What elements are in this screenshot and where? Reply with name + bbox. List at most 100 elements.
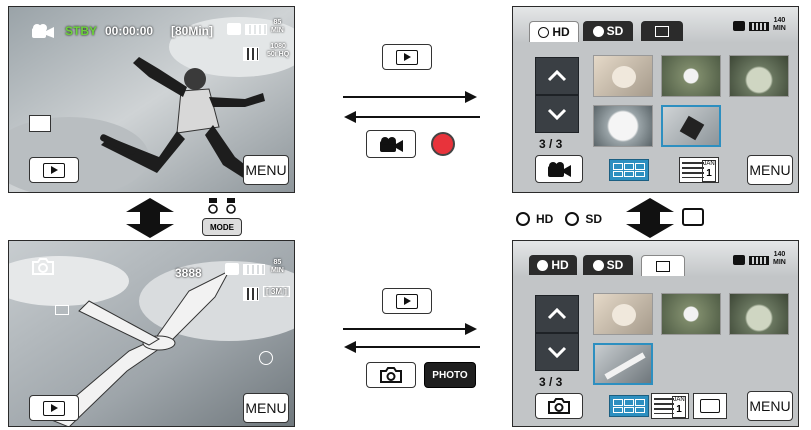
calendar-day: 1	[676, 404, 682, 415]
menu-button[interactable]: MENU	[747, 155, 793, 185]
hd-sd-legend: HD SD	[516, 208, 602, 230]
battery-icon	[749, 22, 769, 31]
playback-button[interactable]	[29, 395, 79, 421]
sd-label: SD	[585, 212, 603, 226]
sd-play-icon	[565, 212, 580, 226]
thumbnail-view-icon[interactable]	[609, 159, 649, 181]
quality-icon	[243, 287, 259, 301]
arrow-right	[343, 96, 465, 98]
arrow-left	[356, 346, 480, 348]
page-down-button[interactable]	[535, 95, 579, 133]
camcorder-mode-icon	[31, 23, 55, 39]
photo-playback-icon	[682, 208, 704, 226]
photo-button[interactable]: PHOTO	[424, 362, 476, 388]
resolution-badge: 1080 50i HQ	[267, 43, 289, 59]
grid-cell	[624, 406, 634, 413]
playback-button[interactable]	[29, 157, 79, 183]
tab-sd[interactable]: SD	[583, 255, 633, 275]
grid-cell	[624, 170, 634, 177]
calendar-icon: JAN 1	[672, 396, 686, 418]
thumbnail-fruit[interactable]	[729, 55, 789, 97]
camera-icon	[380, 367, 402, 383]
thumbnail-dandelion[interactable]	[593, 105, 653, 147]
thumbnail-skater-selected[interactable]	[661, 105, 721, 147]
menu-button[interactable]: MENU	[243, 155, 289, 185]
page-down-button[interactable]	[535, 333, 579, 371]
tab-photo[interactable]	[641, 255, 685, 276]
tab-sd-label: SD	[606, 24, 624, 38]
camcorder-icon	[548, 162, 571, 177]
page-indicator: 3 / 3	[539, 375, 563, 389]
grid-cell	[624, 163, 634, 170]
page-up-button[interactable]	[535, 57, 579, 95]
tab-hd-label: HD	[551, 258, 569, 272]
camcorder-record-mode-button[interactable]	[366, 130, 416, 158]
record-icon	[431, 132, 455, 156]
calendar-month: JAN	[673, 397, 685, 403]
timecode: 00:00:00	[105, 24, 154, 38]
list-lines	[682, 162, 704, 178]
thumbnail-dog[interactable]	[593, 55, 653, 97]
camera-mode-button[interactable]	[535, 393, 583, 419]
calendar-icon: JAN 1	[702, 160, 716, 182]
dog-shape	[612, 304, 636, 326]
hd-tab-icon	[537, 259, 549, 271]
photo-tab-icon	[655, 25, 669, 37]
battery-minutes: 140 MIN	[773, 251, 786, 267]
standby-status: STBY	[65, 24, 98, 38]
tab-hd[interactable]: HD	[529, 255, 577, 275]
grid-cell	[613, 170, 623, 177]
storage-card-icon	[733, 21, 745, 31]
menu-button[interactable]: MENU	[747, 391, 793, 421]
camcorder-mode-button[interactable]	[535, 155, 583, 183]
tab-bar: HD SD 140 MIN	[513, 7, 798, 43]
list-lines	[654, 398, 674, 414]
mode-button[interactable]: MODE	[202, 218, 242, 236]
slideshow-button[interactable]	[693, 393, 727, 419]
battery-minutes-value: 140	[773, 17, 786, 24]
camera-icon	[548, 398, 570, 414]
playback-button[interactable]	[382, 44, 432, 70]
thumbnail-fruit[interactable]	[729, 293, 789, 335]
storage-card-icon	[227, 23, 241, 35]
grid-cell	[624, 399, 634, 406]
remaining-time: [80Min]	[171, 24, 213, 38]
thumbnail-view-icon[interactable]	[609, 395, 649, 417]
camera-mode-button[interactable]	[366, 362, 416, 388]
tab-sd[interactable]: SD	[583, 21, 633, 41]
record-button[interactable]	[422, 130, 464, 158]
menu-button[interactable]: MENU	[243, 393, 289, 423]
slideshow-icon	[700, 399, 720, 413]
play-icon	[396, 49, 418, 65]
thumbnail-seagull-selected[interactable]	[593, 343, 653, 385]
storage-card-icon	[733, 255, 745, 265]
page-up-button[interactable]	[535, 295, 579, 333]
battery-icon	[245, 24, 267, 35]
date-view-button[interactable]: JAN 1	[651, 393, 689, 419]
arrow-left-head	[344, 341, 356, 353]
grid-cell	[635, 406, 645, 413]
thumbnail-dog[interactable]	[593, 293, 653, 335]
tab-photo[interactable]	[641, 21, 683, 41]
camera-mode-icon	[31, 257, 55, 275]
tab-hd-label: HD	[552, 25, 570, 39]
arrow-right	[343, 328, 465, 330]
storage-card-icon	[225, 263, 239, 275]
tab-hd[interactable]: HD	[529, 21, 579, 42]
battery-minutes-value: 85	[273, 259, 282, 266]
resolution-sub: 50i HQ	[267, 51, 290, 58]
resolution-value: 1080	[270, 43, 286, 50]
sd-tab-icon	[592, 259, 604, 271]
photo-record-screen: 3888 85 MIN [ 3M ] MENU	[8, 240, 295, 427]
battery-minutes-unit: MIN	[773, 25, 786, 32]
playback-button[interactable]	[382, 288, 432, 314]
arrow-right-head	[465, 323, 477, 335]
thumbnail-flower[interactable]	[661, 293, 721, 335]
shots-remaining: 3888	[175, 266, 202, 280]
updown-arrow-right	[626, 198, 674, 238]
hd-thumbnail-screen: HD SD 140 MIN 3 / 3	[512, 6, 799, 193]
tab-sd-label: SD	[606, 258, 624, 272]
skater-shape	[679, 115, 705, 141]
date-view-button[interactable]: JAN 1	[679, 157, 719, 183]
thumbnail-flower[interactable]	[661, 55, 721, 97]
